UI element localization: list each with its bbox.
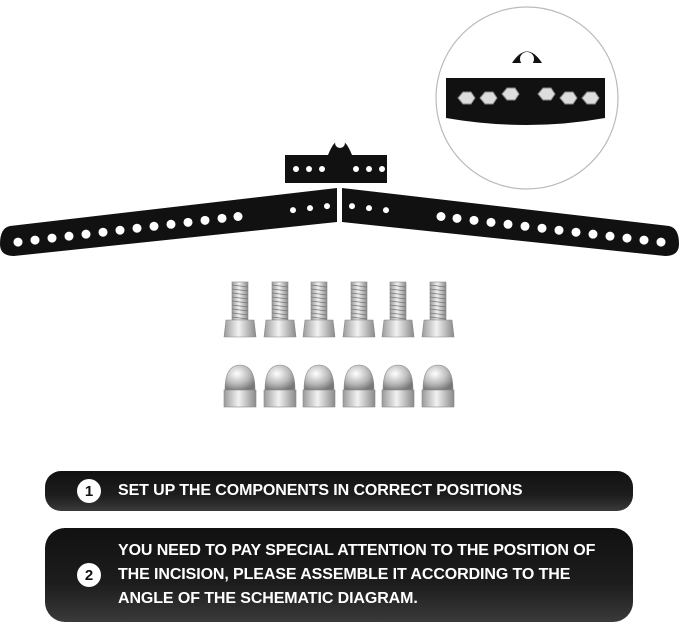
acorn-nut — [263, 364, 297, 408]
bracket-hole — [81, 229, 91, 239]
hex-bolt — [342, 281, 376, 338]
bracket-hole — [486, 217, 496, 227]
bracket-hole — [349, 203, 355, 210]
bracket-hole — [47, 233, 57, 243]
acorn-nut — [421, 364, 455, 408]
hex-bolt — [381, 281, 415, 338]
detail-zoom-circle — [435, 6, 619, 190]
center-bracket — [285, 138, 387, 183]
step-1-text: SET UP THE COMPONENTS IN CORRECT POSITIO… — [118, 482, 523, 499]
bracket-hole — [452, 213, 462, 223]
bracket-hole — [233, 212, 243, 222]
step-2-text: YOU NEED TO PAY SPECIAL ATTENTION TO THE… — [118, 542, 596, 607]
bracket-hole — [436, 212, 446, 222]
step-1-banner: 1 SET UP THE COMPONENTS IN CORRECT POSIT… — [45, 471, 633, 511]
bracket-hole — [656, 237, 666, 247]
step-2-number: 2 — [77, 563, 101, 587]
product-illustration — [0, 6, 679, 408]
bracket-hole — [132, 223, 142, 233]
right-bracket-bar — [342, 188, 679, 256]
bracket-hole — [537, 223, 547, 233]
bracket-hole — [639, 235, 649, 245]
bracket-hole — [383, 207, 389, 214]
bracket-hole — [571, 227, 581, 237]
bracket-hole — [588, 229, 598, 239]
hex-bolt — [421, 281, 455, 338]
bracket-hole — [503, 219, 513, 229]
bracket-hole — [30, 235, 40, 245]
bracket-hole — [469, 215, 479, 225]
bracket-hole — [115, 225, 125, 235]
bracket-hole — [324, 203, 330, 210]
acorn-nut — [302, 364, 336, 408]
hex-bolt — [302, 281, 336, 338]
bracket-hole — [98, 227, 108, 237]
bracket-hole — [183, 217, 193, 227]
hex-bolt — [263, 281, 297, 338]
bracket-hole — [200, 215, 210, 225]
bracket-hole — [307, 205, 313, 212]
hex-bolt — [223, 281, 257, 338]
bracket-hole — [13, 237, 23, 247]
bracket-hole — [520, 221, 530, 231]
bracket-hole — [217, 213, 227, 223]
acorn-nut — [342, 364, 376, 408]
step-1-number: 1 — [77, 479, 101, 503]
bracket-hole — [149, 221, 159, 231]
bracket-hole — [166, 219, 176, 229]
bracket-hole — [366, 205, 372, 212]
bracket-hole — [605, 231, 615, 241]
acorn-nut — [223, 364, 257, 408]
left-bracket-bar — [0, 188, 337, 256]
bracket-hole — [290, 207, 296, 214]
acorn-nut — [381, 364, 415, 408]
step-2-banner: 2 YOU NEED TO PAY SPECIAL ATTENTION TO T… — [45, 528, 633, 622]
bracket-hole — [554, 225, 564, 235]
bracket-hole — [64, 231, 74, 241]
bracket-hole — [622, 233, 632, 243]
